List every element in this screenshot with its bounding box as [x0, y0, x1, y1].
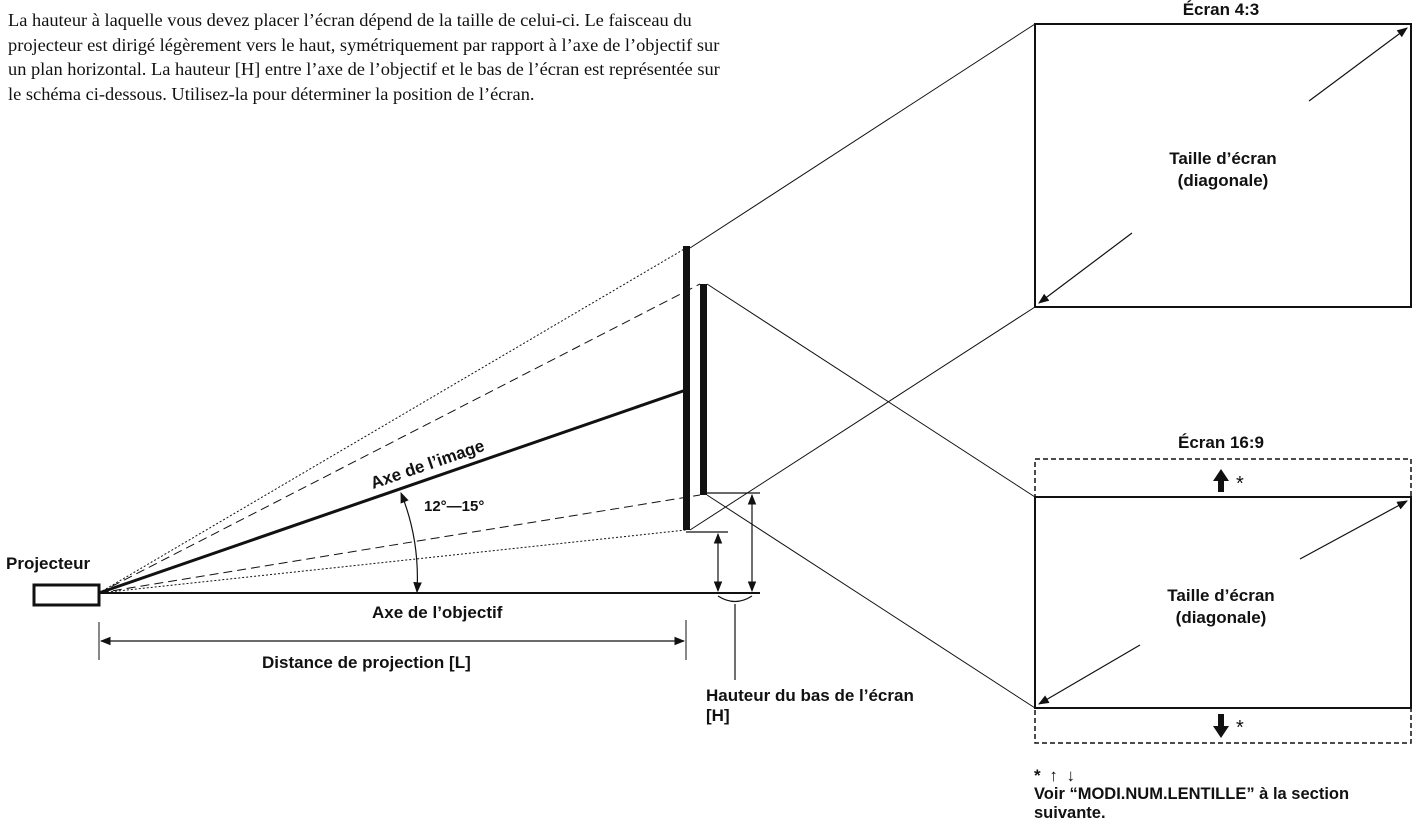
screen-169-diagonal-upper: [1299, 500, 1408, 560]
beam-169-bottom: [98, 494, 701, 594]
screen-43-diagonal-lower: [1038, 232, 1133, 304]
screen-43-diagonal-upper: [1308, 27, 1408, 102]
intro-paragraph: La hauteur à laquelle vous devez placer …: [8, 10, 720, 104]
shift-up-asterisk: *: [1236, 473, 1244, 495]
screen-bottom-height-line1: Hauteur du bas de l’écran: [706, 686, 914, 705]
height-brace: [717, 595, 753, 603]
screen-43-title: Écran 4:3: [1183, 0, 1260, 19]
proj-43-top: [689, 23, 1036, 249]
proj-169-top: [706, 283, 1036, 498]
image-axis-line: [98, 388, 687, 595]
screen-169-title: Écran 16:9: [1178, 433, 1264, 452]
projection-distance-label: Distance de projection [L]: [262, 653, 471, 672]
shift-down-arrow-icon: [1213, 714, 1229, 738]
screen-169-diagonal-lower: [1038, 644, 1141, 705]
screen-43-size-line1: Taille d’écran: [1169, 149, 1276, 168]
beam-43-top: [98, 247, 687, 594]
screen-43-size-line2: (diagonale): [1178, 171, 1269, 190]
screen-bottom-height-label: Hauteur du bas de l’écran [H]: [706, 686, 914, 726]
screen-43-side: [683, 246, 690, 530]
proj-169-bottom: [706, 494, 1036, 709]
beam-169-top: [98, 283, 701, 594]
footnote-symbols: * ↑ ↓: [1034, 766, 1078, 785]
footnote: * ↑ ↓ Voir “MODI.NUM.LENTILLE” à la sect…: [1034, 766, 1394, 823]
lens-axis-label: Axe de l’objectif: [372, 603, 503, 622]
footnote-text: Voir “MODI.NUM.LENTILLE” à la section su…: [1034, 785, 1350, 822]
angle-arc: [400, 491, 422, 594]
projector-label: Projecteur: [6, 554, 90, 573]
screen-169-size-line2: (diagonale): [1176, 608, 1267, 627]
screen-bottom-height-line2: [H]: [706, 706, 730, 725]
proj-43-bottom: [689, 306, 1036, 531]
screen-169-side: [700, 284, 707, 495]
shift-down-asterisk: *: [1236, 717, 1244, 739]
projector-body: [32, 583, 101, 607]
screen-169-size-line1: Taille d’écran: [1167, 586, 1274, 605]
shift-up-arrow-icon: [1213, 469, 1229, 492]
angle-label: 12°—15°: [424, 498, 484, 515]
